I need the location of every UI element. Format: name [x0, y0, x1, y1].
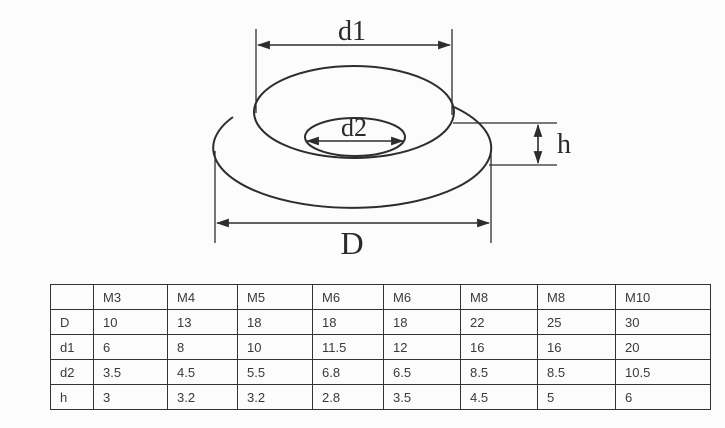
table-row-D: D 10 13 18 18 18 22 25 30: [50, 309, 711, 335]
header-cell-size: M6: [383, 284, 461, 310]
header-cell-size: M8: [460, 284, 538, 310]
value-cell: 10: [93, 309, 168, 335]
header-cell-size: M10: [615, 284, 711, 310]
spec-table: M3 M4 M5 M6 M6 M8 M8 M10 D 10 13 18 18 1…: [50, 284, 711, 410]
row-label: h: [50, 384, 94, 410]
value-cell: 6: [93, 334, 168, 360]
d1-dimension-label: d1: [338, 16, 366, 47]
header-cell-corner: [50, 284, 94, 310]
value-cell: 13: [167, 309, 238, 335]
D-dimension-label: D: [340, 225, 363, 261]
value-cell: 3: [93, 384, 168, 410]
value-cell: 20: [615, 334, 711, 360]
value-cell: 4.5: [167, 359, 238, 385]
value-cell: 6: [615, 384, 711, 410]
value-cell: 16: [537, 334, 616, 360]
header-cell-size: M3: [93, 284, 168, 310]
washer-diagram: d1 d2 D h: [212, 16, 571, 261]
value-cell: 18: [237, 309, 313, 335]
value-cell: 5: [537, 384, 616, 410]
value-cell: 4.5: [460, 384, 538, 410]
row-label: d1: [50, 334, 94, 360]
value-cell: 18: [383, 309, 461, 335]
value-cell: 3.2: [167, 384, 238, 410]
table-row-h: h 3 3.2 3.2 2.8 3.5 4.5 5 6: [50, 384, 711, 410]
value-cell: 16: [460, 334, 538, 360]
value-cell: 3.5: [383, 384, 461, 410]
row-label: D: [50, 309, 94, 335]
value-cell: 6.8: [312, 359, 384, 385]
value-cell: 12: [383, 334, 461, 360]
header-cell-size: M8: [537, 284, 616, 310]
table-row-d1: d1 6 8 10 11.5 12 16 16 20: [50, 334, 711, 360]
center-hole-ellipse: [304, 117, 406, 157]
value-cell: 6.5: [383, 359, 461, 385]
d2-dimension-label: d2: [341, 113, 367, 142]
value-cell: 3.2: [237, 384, 313, 410]
value-cell: 30: [615, 309, 711, 335]
value-cell: 25: [537, 309, 616, 335]
header-cell-size: M5: [237, 284, 313, 310]
value-cell: 5.5: [237, 359, 313, 385]
value-cell: 8.5: [460, 359, 538, 385]
top-rim-ellipse: [253, 65, 455, 159]
value-cell: 10: [237, 334, 313, 360]
value-cell: 3.5: [93, 359, 168, 385]
value-cell: 2.8: [312, 384, 384, 410]
table-header-row: M3 M4 M5 M6 M6 M8 M8 M10: [50, 284, 711, 310]
value-cell: 18: [312, 309, 384, 335]
row-label: d2: [50, 359, 94, 385]
value-cell: 8: [167, 334, 238, 360]
value-cell: 11.5: [312, 334, 384, 360]
h-dimension-label: h: [557, 129, 571, 160]
header-cell-size: M6: [312, 284, 384, 310]
value-cell: 22: [460, 309, 538, 335]
value-cell: 8.5: [537, 359, 616, 385]
header-cell-size: M4: [167, 284, 238, 310]
value-cell: 10.5: [615, 359, 711, 385]
table-row-d2: d2 3.5 4.5 5.5 6.8 6.5 8.5 8.5 10.5: [50, 359, 711, 385]
